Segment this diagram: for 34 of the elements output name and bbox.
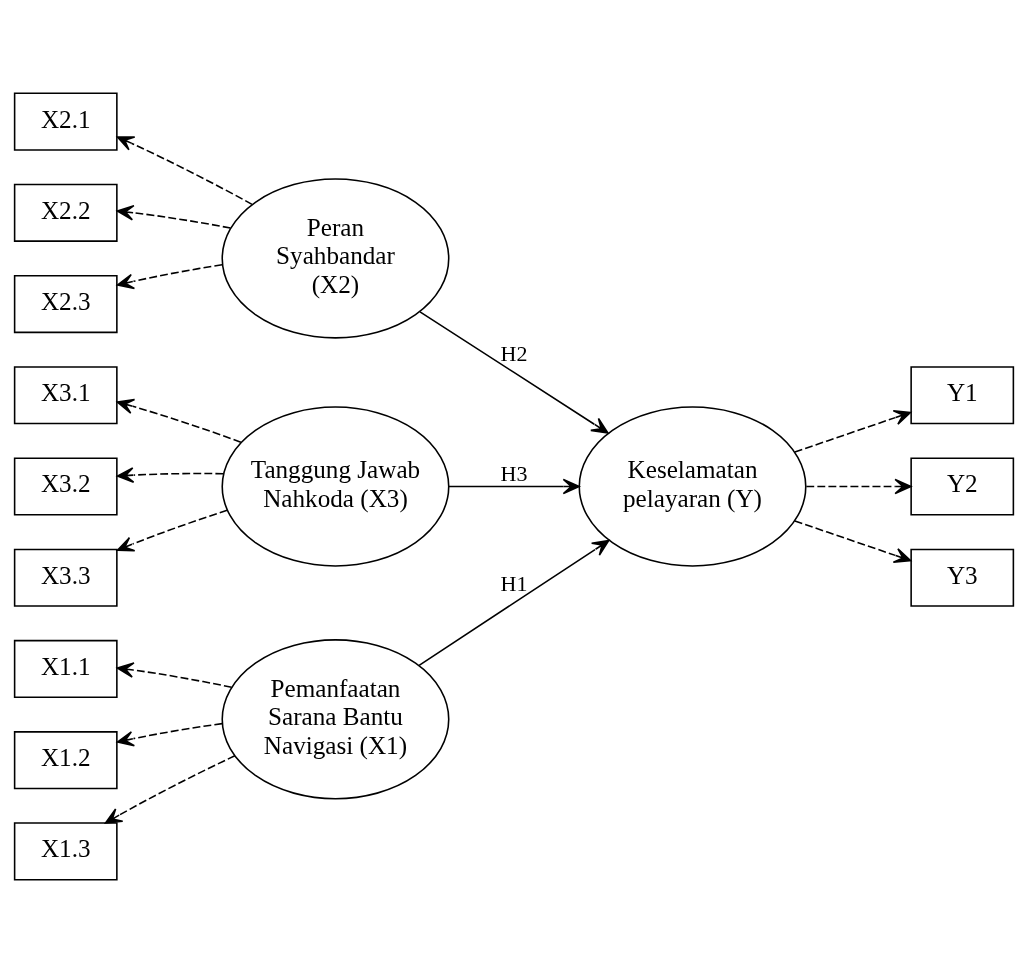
arrow	[116, 204, 232, 229]
node-box: X3.2	[13, 456, 118, 516]
node-box: X2.2	[13, 183, 118, 242]
arrow	[116, 661, 233, 688]
node-box: X1.2	[13, 730, 118, 789]
arrow	[104, 754, 236, 824]
arrow	[418, 539, 610, 666]
node-ellipse: Keselamatan pelayaran (Y)	[578, 405, 807, 567]
arrow	[419, 310, 609, 434]
arrow	[116, 722, 223, 746]
edge-label: H1	[500, 570, 528, 596]
arrow	[116, 263, 223, 289]
arrow	[448, 478, 580, 494]
arrow	[116, 509, 228, 552]
node-ellipse: Tanggung Jawab Nahkoda (X3)	[221, 405, 450, 567]
node-box: X2.1	[13, 92, 118, 151]
arrow	[794, 519, 912, 563]
arrow	[116, 466, 224, 483]
edge-label: H2	[500, 340, 528, 366]
node-box: X3.1	[13, 365, 118, 424]
node-ellipse: Peran Syahbandar (X2)	[221, 177, 450, 339]
node-box: X2.3	[13, 274, 118, 333]
node-box: Y2	[910, 456, 1015, 516]
arrow	[805, 478, 912, 494]
node-box: X1.1	[13, 639, 118, 698]
arrow	[116, 135, 253, 205]
arrow	[116, 398, 242, 443]
node-box: Y1	[910, 365, 1015, 424]
node-box: Y3	[910, 548, 1015, 607]
node-box: X3.3	[13, 548, 118, 607]
arrow	[794, 409, 912, 453]
node-ellipse: Pemanfaatan Sarana Bantu Navigasi (X1)	[221, 638, 450, 799]
edge-label: H3	[500, 460, 528, 486]
node-box: X1.3	[13, 821, 118, 880]
